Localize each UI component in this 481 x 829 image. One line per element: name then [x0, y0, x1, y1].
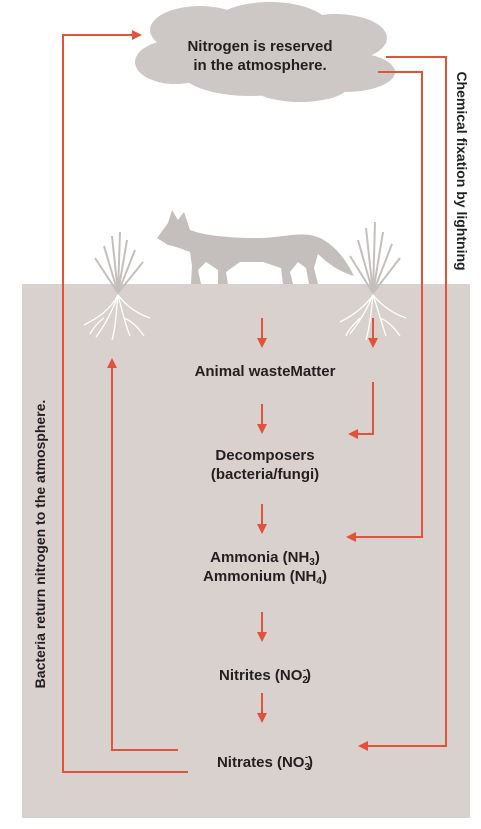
ammonia-label: Ammonia (NH3) Ammonium (NH4) [180, 548, 350, 586]
right-grass-tuft [350, 222, 400, 293]
cloud-label-line-2: in the atmosphere. [160, 56, 360, 75]
cloud-label-line-1: Nitrogen is reserved [160, 37, 360, 56]
nitrites-text: Nitrites (NO [219, 667, 302, 684]
fox-silhouette [157, 210, 354, 284]
ammonium-close: ) [322, 568, 327, 585]
ammonium-line: Ammonium (NH4) [180, 567, 350, 586]
ammonium-text: Ammonium (NH [203, 568, 316, 585]
left-grass-tuft [95, 232, 143, 293]
decomposers-label: Decomposers (bacteria/fungi) [180, 446, 350, 484]
lightning-fixation-label: Chemical fixation by lightning [454, 66, 470, 276]
nitrites-label: Nitrites (NO2-) [180, 661, 350, 685]
decomposers-line-1: Decomposers [180, 446, 350, 465]
animal-waste-label: Animal wasteMatter [180, 362, 350, 381]
decomposers-line-2: (bacteria/fungi) [180, 465, 350, 484]
nitrates-text: Nitrates (NO [217, 754, 305, 771]
nitrites-close: ) [306, 667, 311, 684]
nitrates-close: ) [308, 754, 313, 771]
ammonia-close: ) [315, 549, 320, 566]
bacteria-return-label: Bacteria return nitrogen to the atmosphe… [32, 359, 48, 729]
nitrates-label: Nitrates (NO3-) [180, 748, 350, 772]
ammonia-line: Ammonia (NH3) [180, 548, 350, 567]
cloud-label: Nitrogen is reserved in the atmosphere. [160, 37, 360, 75]
ammonia-text: Ammonia (NH [210, 549, 309, 566]
